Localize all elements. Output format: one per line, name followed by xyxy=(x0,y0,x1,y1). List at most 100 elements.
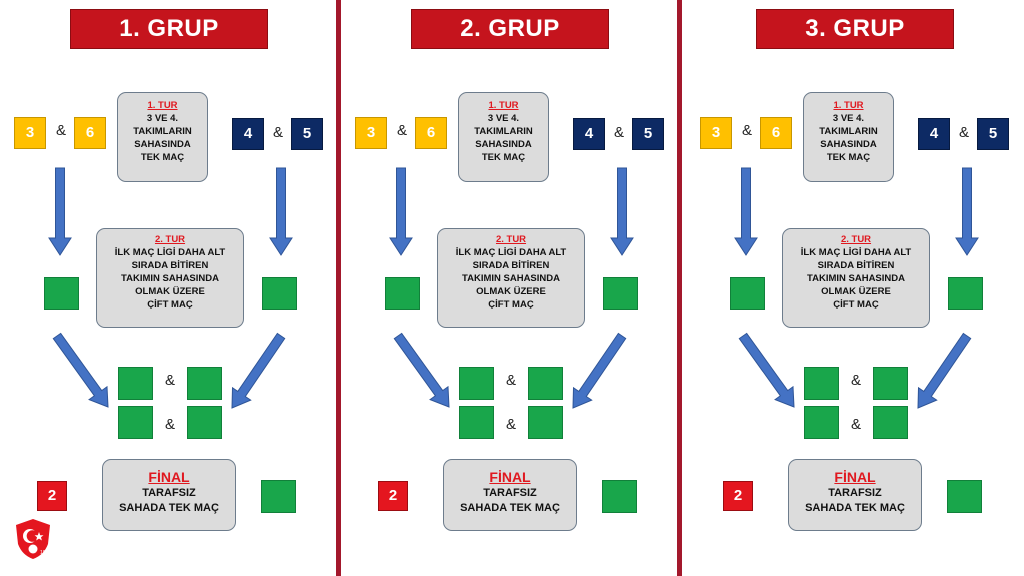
final-info-box: FİNAL TARAFSIZ SAHADA TEK MAÇ xyxy=(788,459,922,531)
team-box-navy: 5 xyxy=(291,118,323,150)
semifinal-box xyxy=(873,406,908,439)
semifinal-box xyxy=(873,367,908,400)
round2-info-box: 2. TUR İLK MAÇ LİGİ DAHA ALT SIRADA BİTİRE… xyxy=(96,228,244,328)
seed-box-red: 2 xyxy=(378,481,408,511)
round2-line: İLK MAÇ LİGİ DAHA ALT xyxy=(455,247,567,258)
round2-line: OLMAK ÜZERE xyxy=(476,286,546,297)
round2-info-box: 2. TUR İLK MAÇ LİGİ DAHA ALT SIRADA BİTİRE… xyxy=(437,228,585,328)
round1-info-box: 1. TUR 3 VE 4. TAKIMLARIN SAHASINDA TEK MAÇ xyxy=(458,92,549,182)
round2-line: İLK MAÇ LİGİ DAHA ALT xyxy=(800,247,912,258)
tff-crest-icon: 1923 xyxy=(16,519,51,559)
final-line: SAHADA TEK MAÇ xyxy=(119,502,219,514)
winner-box xyxy=(948,277,983,310)
round2-line: SIRADA BİTİREN xyxy=(131,260,209,271)
final-line: SAHADA TEK MAÇ xyxy=(460,502,560,514)
svg-text:1923: 1923 xyxy=(40,550,51,556)
final-line: TARAFSIZ xyxy=(142,487,196,499)
group-title: 2. GRUP xyxy=(411,9,609,49)
finalist-box xyxy=(261,480,296,513)
round2-line: İLK MAÇ LİGİ DAHA ALT xyxy=(114,247,226,258)
ampersand: & xyxy=(613,124,624,141)
round1-line: SAHASINDA xyxy=(820,139,877,150)
round2-heading: 2. TUR xyxy=(495,234,527,245)
group-title: 3. GRUP xyxy=(756,9,954,49)
round1-heading: 1. TUR xyxy=(488,100,519,111)
team-box-yellow: 3 xyxy=(355,117,387,149)
semifinal-box xyxy=(187,406,222,439)
semifinal-box xyxy=(459,367,494,400)
seed-box-red: 2 xyxy=(37,481,67,511)
round2-line: OLMAK ÜZERE xyxy=(821,286,891,297)
semifinal-box xyxy=(528,406,563,439)
semifinal-box xyxy=(804,367,839,400)
round1-heading: 1. TUR xyxy=(147,100,178,111)
final-line: TARAFSIZ xyxy=(828,487,882,499)
finalist-box xyxy=(602,480,637,513)
round2-line: SIRADA BİTİREN xyxy=(472,260,550,271)
winner-box xyxy=(385,277,420,310)
semifinal-box xyxy=(528,367,563,400)
round1-line: SAHASINDA xyxy=(134,139,191,150)
team-box-yellow: 3 xyxy=(700,117,732,149)
ampersand: & xyxy=(272,124,283,141)
team-box-navy: 5 xyxy=(632,118,664,150)
ampersand: & xyxy=(505,416,516,433)
panel-divider xyxy=(336,0,341,576)
round1-line: TAKIMLARIN xyxy=(474,126,533,137)
final-line: SAHADA TEK MAÇ xyxy=(805,502,905,514)
ampersand: & xyxy=(741,122,752,139)
team-box-yellow: 3 xyxy=(14,117,46,149)
semifinal-box xyxy=(118,406,153,439)
round1-info-box: 1. TUR 3 VE 4. TAKIMLARIN SAHASINDA TEK MAÇ xyxy=(803,92,894,182)
ampersand: & xyxy=(850,372,861,389)
final-heading: FİNAL xyxy=(834,469,876,485)
semifinal-box xyxy=(118,367,153,400)
team-box-yellow: 6 xyxy=(74,117,106,149)
semifinal-box xyxy=(187,367,222,400)
round2-line: SIRADA BİTİREN xyxy=(817,260,895,271)
winner-box xyxy=(262,277,297,310)
round1-line: TEK MAÇ xyxy=(140,152,185,163)
round2-line: ÇİFT MAÇ xyxy=(147,299,193,310)
team-box-navy: 4 xyxy=(232,118,264,150)
finalist-box xyxy=(947,480,982,513)
group-title: 1. GRUP xyxy=(70,9,268,49)
round2-line: TAKIMIN SAHASINDA xyxy=(121,273,219,284)
round2-line: OLMAK ÜZERE xyxy=(135,286,205,297)
final-heading: FİNAL xyxy=(489,469,531,485)
round1-line: TEK MAÇ xyxy=(481,152,526,163)
ampersand: & xyxy=(505,372,516,389)
round1-line: TEK MAÇ xyxy=(826,152,871,163)
final-info-box: FİNAL TARAFSIZ SAHADA TEK MAÇ xyxy=(102,459,236,531)
winner-box xyxy=(44,277,79,310)
round1-line: 3 VE 4. xyxy=(832,113,865,124)
final-line: TARAFSIZ xyxy=(483,487,537,499)
ampersand: & xyxy=(164,372,175,389)
ampersand: & xyxy=(958,124,969,141)
final-heading: FİNAL xyxy=(148,469,190,485)
ampersand: & xyxy=(55,122,66,139)
team-box-yellow: 6 xyxy=(415,117,447,149)
winner-box xyxy=(730,277,765,310)
seed-box-red: 2 xyxy=(723,481,753,511)
team-box-navy: 4 xyxy=(918,118,950,150)
panel-divider xyxy=(677,0,682,576)
round1-line: SAHASINDA xyxy=(475,139,532,150)
ampersand: & xyxy=(850,416,861,433)
ampersand: & xyxy=(164,416,175,433)
round2-line: ÇİFT MAÇ xyxy=(488,299,534,310)
round1-line: 3 VE 4. xyxy=(146,113,179,124)
team-box-navy: 5 xyxy=(977,118,1009,150)
round2-heading: 2. TUR xyxy=(154,234,186,245)
round1-line: TAKIMLARIN xyxy=(819,126,878,137)
semifinal-box xyxy=(804,406,839,439)
team-box-yellow: 6 xyxy=(760,117,792,149)
round1-line: 3 VE 4. xyxy=(487,113,520,124)
round2-line: ÇİFT MAÇ xyxy=(833,299,879,310)
final-info-box: FİNAL TARAFSIZ SAHADA TEK MAÇ xyxy=(443,459,577,531)
winner-box xyxy=(603,277,638,310)
round1-heading: 1. TUR xyxy=(833,100,864,111)
